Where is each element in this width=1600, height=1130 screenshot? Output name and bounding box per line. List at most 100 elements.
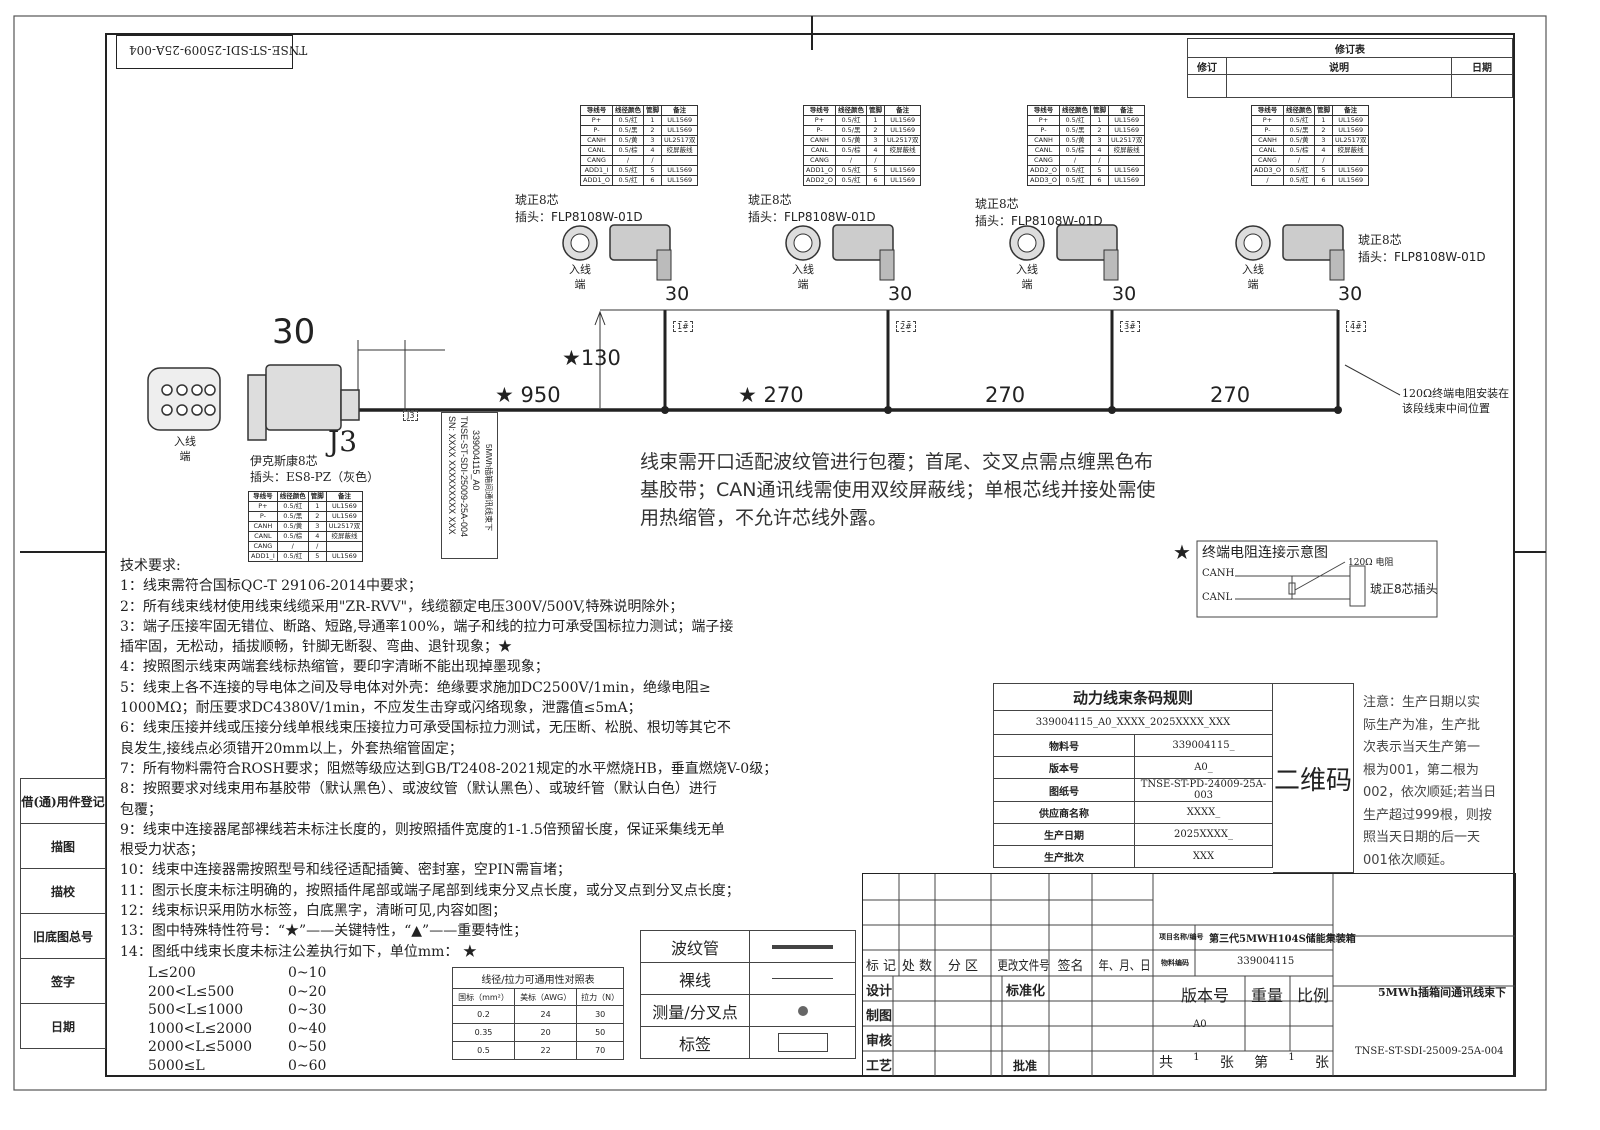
pin-cell: ADD2_O (1027, 165, 1060, 176)
wire-table-cell: 0.35 (452, 1023, 515, 1042)
star-icon: ★ (1173, 540, 1191, 564)
pin-cell: 3 (1089, 135, 1109, 146)
pin-cell: CANL (1251, 145, 1284, 156)
pin-header-cell: 管脚 (865, 105, 885, 116)
tech-requirement-line: 9：线束中连接器尾部裸线若未标注长度的，则按照插件宽度的1-1.5倍预留长度，保… (120, 821, 725, 838)
tech-requirement-line: 3：端子压接牢固无错位、断路、短路,导通率100%，端子和线的拉力可承受国标拉力… (120, 618, 734, 635)
barcode-field: 图纸号 (993, 778, 1135, 802)
main-note-line: 用热缩管，不允许芯线外露。 (640, 507, 888, 529)
pin-cell: CANH (580, 135, 613, 146)
pin-cell: P- (1251, 125, 1284, 136)
role-label: 工艺 (866, 1059, 893, 1074)
pin-cell: UL1569 (1331, 165, 1370, 176)
inlet-label: 端 (797, 278, 809, 291)
line-legend: 波纹管 裸线 测量/分叉点 标签 (640, 930, 856, 1059)
pin-cell: 0.5/棕 (611, 145, 644, 156)
title-block: 标 记处 数分 区更改文件号签名年、月、日设计制图审核工艺标准化批准 项目名称/… (862, 873, 1516, 1077)
pin-cell: 0.5/黄 (1282, 135, 1315, 146)
pin-cell: P- (580, 125, 613, 136)
harness-label-box: 5MWh插箱间通讯线束下 339004115_A0 TNSE-ST-SDI-25… (441, 412, 498, 559)
pin-table-header: 导线号线径颜色管脚备注 (1251, 105, 1370, 116)
pin-cell: UL1569 (883, 125, 922, 136)
pin-cell: UL1569 (883, 175, 922, 186)
connector-inlet: 入线端 (1016, 262, 1038, 292)
standardize-label: 标准化 (1006, 984, 1046, 999)
pin-cell: 0.5/黄 (276, 521, 309, 532)
pin-cell: P+ (1251, 115, 1284, 126)
pin-cell: 4 (1089, 145, 1109, 156)
connector-brand: 琥正8芯 (975, 197, 1019, 211)
pin-cell: 0.5/黑 (611, 125, 644, 136)
sheet-text: 共 (1159, 1055, 1173, 1071)
tech-requirement-line: 5：线束上各不连接的导电体之间及导电体对外壳：绝缘要求施加DC2500V/1mi… (120, 679, 711, 696)
pin-header-cell: 线径颜色 (276, 491, 309, 502)
wire-table-cell: 24 (513, 1005, 578, 1024)
harness-label: 5MWh插箱间通讯线束下 339004115_A0 TNSE-ST-SDI-25… (446, 416, 494, 537)
connector-info: 琥正8芯插头：FLP8108W-01D (515, 192, 643, 226)
pin-cell: 0.5/黑 (1058, 125, 1091, 136)
pin-cell (1107, 155, 1146, 166)
pin-cell (325, 541, 364, 552)
corrugated-pipe-symbol (772, 944, 833, 949)
pin-cell: UL1569 (660, 175, 699, 186)
pin-cell: / (276, 541, 309, 552)
connector-tag: 4# (1346, 321, 1366, 332)
pin-header-cell: 备注 (325, 491, 364, 502)
legend-label: 裸线 (640, 962, 750, 995)
pin-cell: 0.5/黄 (1058, 135, 1091, 146)
pin-header-cell: 管脚 (1313, 105, 1333, 116)
pin-cell: UL1569 (325, 511, 364, 522)
barcode-note-line: 002，依次顺延;若当日 (1363, 785, 1497, 800)
material-label: 物料编码 (1161, 958, 1189, 967)
project-value: 第三代5MWH104S储能集装箱 (1209, 934, 1356, 945)
pin-header-cell: 管脚 (1089, 105, 1109, 116)
inlet-label: 入线 (1242, 263, 1264, 276)
pin-table-header: 导线号线径颜色管脚备注 (803, 105, 922, 116)
connector-tail-dimension: 30 (1112, 283, 1137, 305)
pin-cell: 0.5/黑 (834, 125, 867, 136)
inlet-label: 端 (1021, 278, 1033, 291)
pin-header-cell: 备注 (883, 105, 922, 116)
change-header-cell: 处 数 (899, 955, 935, 974)
tech-requirement-line: 4：按照图示线束两端套线标热缩管，要印字清晰不能出现掉墨现象； (120, 659, 549, 676)
pin-cell: 0.5/红 (834, 165, 867, 176)
pin-cell: 0.5/红 (1282, 115, 1315, 126)
pin-cell: UL1569 (1107, 115, 1146, 126)
connector-info: 琥正8芯插头：FLP8108W-01D (1358, 232, 1486, 266)
pin-cell: 0.5/红 (834, 175, 867, 186)
tech-requirement-line: 插牢固，无松动，插拔顺畅，针脚无断裂、弯曲、退针现象；★ (120, 639, 512, 656)
pin-cell: UL1569 (883, 165, 922, 176)
inlet-label: 入线 (174, 435, 196, 448)
connector-icon (1235, 224, 1345, 281)
main-note-line: 基胶带；CAN通讯线需使用双绞屏蔽线；单根芯线并接处需使 (640, 479, 1156, 501)
change-header: 年、月、日 (1098, 959, 1151, 974)
barcode-format: 339004115_A0_XXXX_2025XXXX_XXX (993, 710, 1273, 735)
pin-cell: 1 (865, 115, 885, 126)
pin-cell: UL1569 (660, 125, 699, 136)
inlet-label: 端 (574, 278, 586, 291)
connector-info: 琥正8芯插头：FLP8108W-01D (975, 196, 1103, 230)
title-block-grid (863, 874, 1515, 1076)
dimension-main: ★ 950 (495, 383, 561, 407)
pin-cell: 0.5/红 (1058, 165, 1091, 176)
pin-cell: 3 (865, 135, 885, 146)
j3-tag: J3 (403, 410, 419, 421)
project-label: 项目名称/编号 (1159, 932, 1204, 941)
pin-cell: UL2517双 (1107, 135, 1146, 146)
barcode-note-line: 根为001，第二根为 (1363, 762, 1479, 778)
pin-cell: / (307, 541, 327, 552)
tech-requirement-line: 6：线束压接并线或压接分线单根线束压接拉力可承受国标拉力测试，无压断、松脱、根切… (120, 720, 731, 737)
tolerance-range: 2000<L≤5000 (148, 1039, 253, 1056)
pin-cell: 5 (1313, 165, 1333, 176)
pin-cell (1331, 155, 1370, 166)
